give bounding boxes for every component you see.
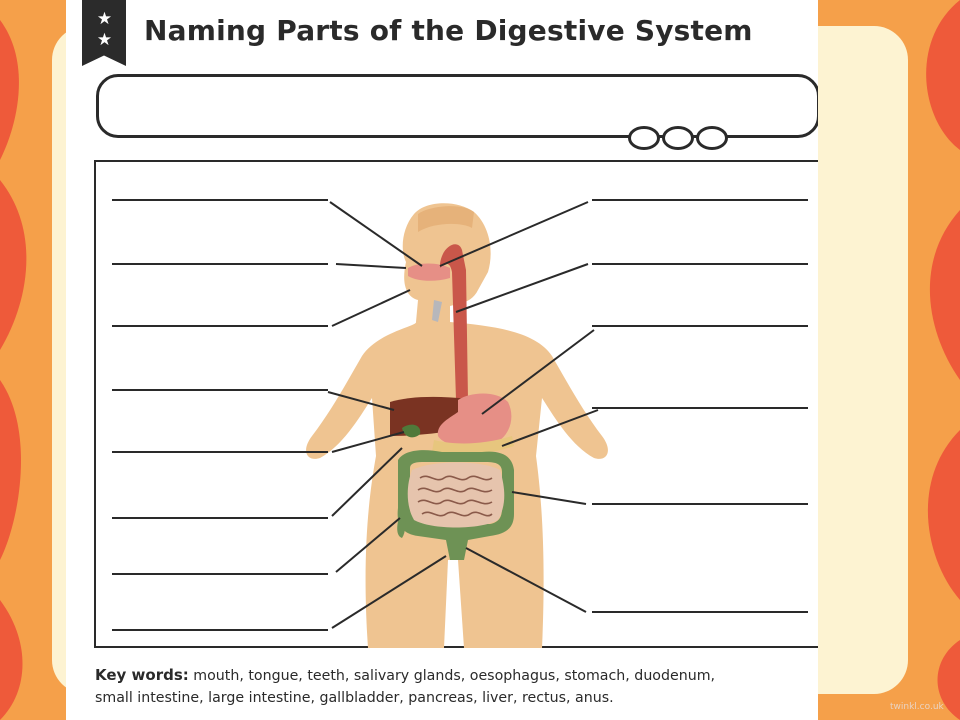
rectum-shape xyxy=(397,514,406,538)
worksheet: ★★ Naming Parts of the Digestive System xyxy=(66,0,818,720)
large-intestine-shape xyxy=(397,450,514,560)
mouth-shape xyxy=(408,263,450,281)
page-title: Naming Parts of the Digestive System xyxy=(144,14,753,47)
gallbladder-shape xyxy=(402,424,421,438)
left-label-lines xyxy=(112,199,328,631)
key-words-label: Key words: xyxy=(95,666,189,684)
key-words: Key words: mouth, tongue, teeth, salivar… xyxy=(95,664,818,709)
oesophagus-shape xyxy=(440,244,468,400)
rating-circles xyxy=(628,126,728,150)
rating-circle[interactable] xyxy=(662,126,694,150)
stomach-shape xyxy=(437,393,512,448)
pancreas-shape xyxy=(432,436,514,455)
key-words-line-1: mouth, tongue, teeth, salivary glands, o… xyxy=(188,668,716,684)
small-intestine-shape xyxy=(407,462,505,528)
digestive-system-diagram xyxy=(112,199,808,648)
salivary-gland-shape xyxy=(432,300,442,322)
difficulty-badge: ★★ xyxy=(82,0,126,66)
right-label-lines xyxy=(592,199,808,613)
pointer-lines xyxy=(327,201,599,629)
watermark: twinkl.co.uk xyxy=(890,702,944,712)
key-words-line-2: small intestine, large intestine, gallbl… xyxy=(95,690,614,706)
rating-circle[interactable] xyxy=(628,126,660,150)
small-intestine-coils xyxy=(417,475,493,517)
rating-circle[interactable] xyxy=(696,126,728,150)
name-input-box[interactable] xyxy=(96,74,818,138)
star-icon: ★★ xyxy=(94,9,115,51)
